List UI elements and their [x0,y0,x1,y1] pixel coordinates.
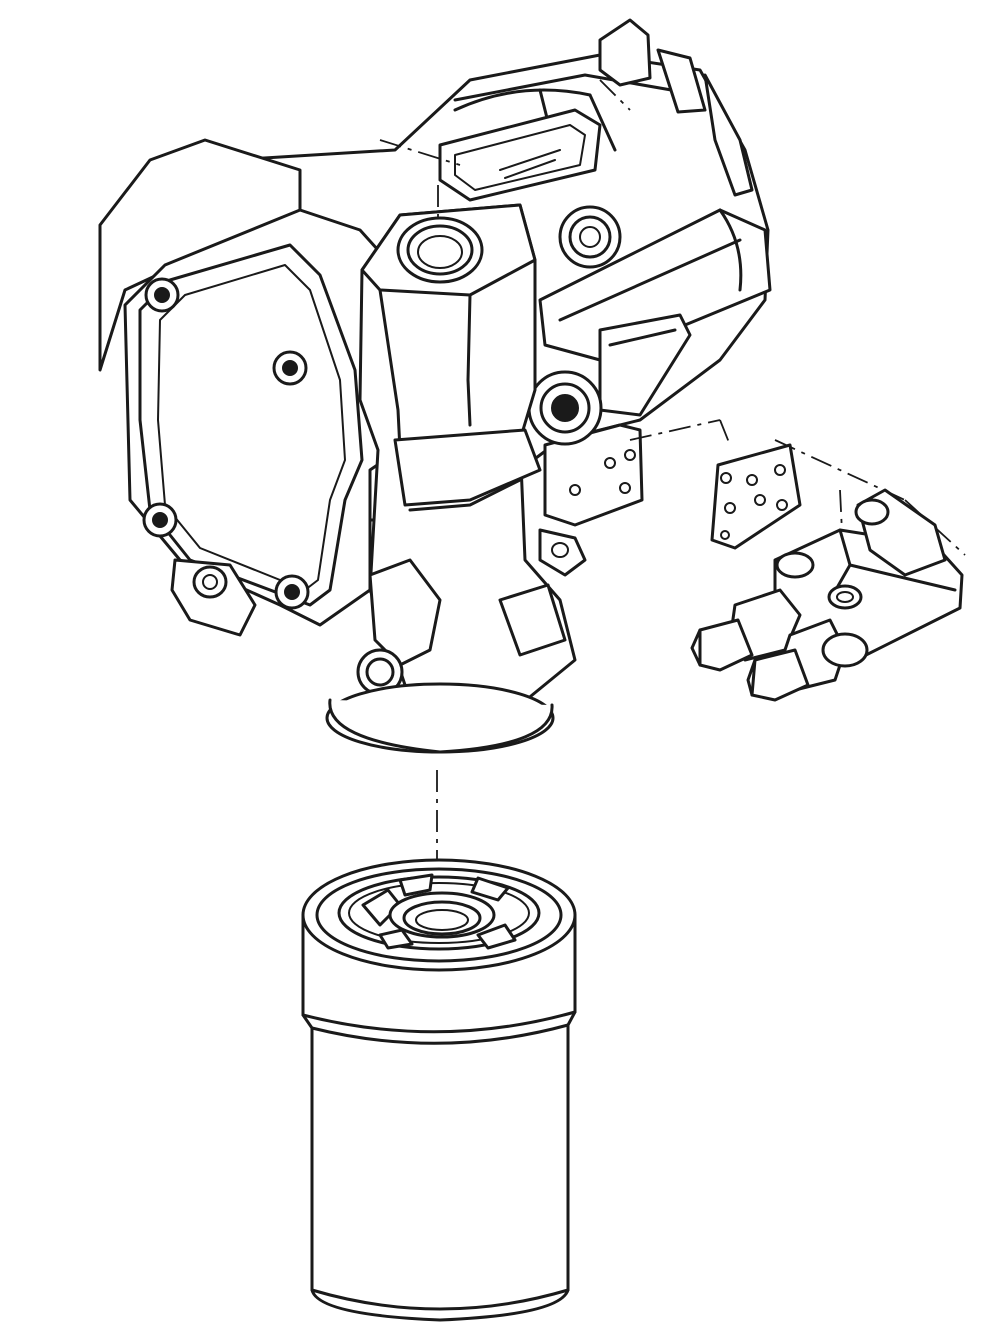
pump-assembly [98,18,772,637]
spin-on-filter-cartridge [301,858,577,1322]
cover-bolts [142,277,310,610]
control-valve-block [690,488,964,702]
filter-head [325,203,577,754]
gasket [710,443,802,550]
